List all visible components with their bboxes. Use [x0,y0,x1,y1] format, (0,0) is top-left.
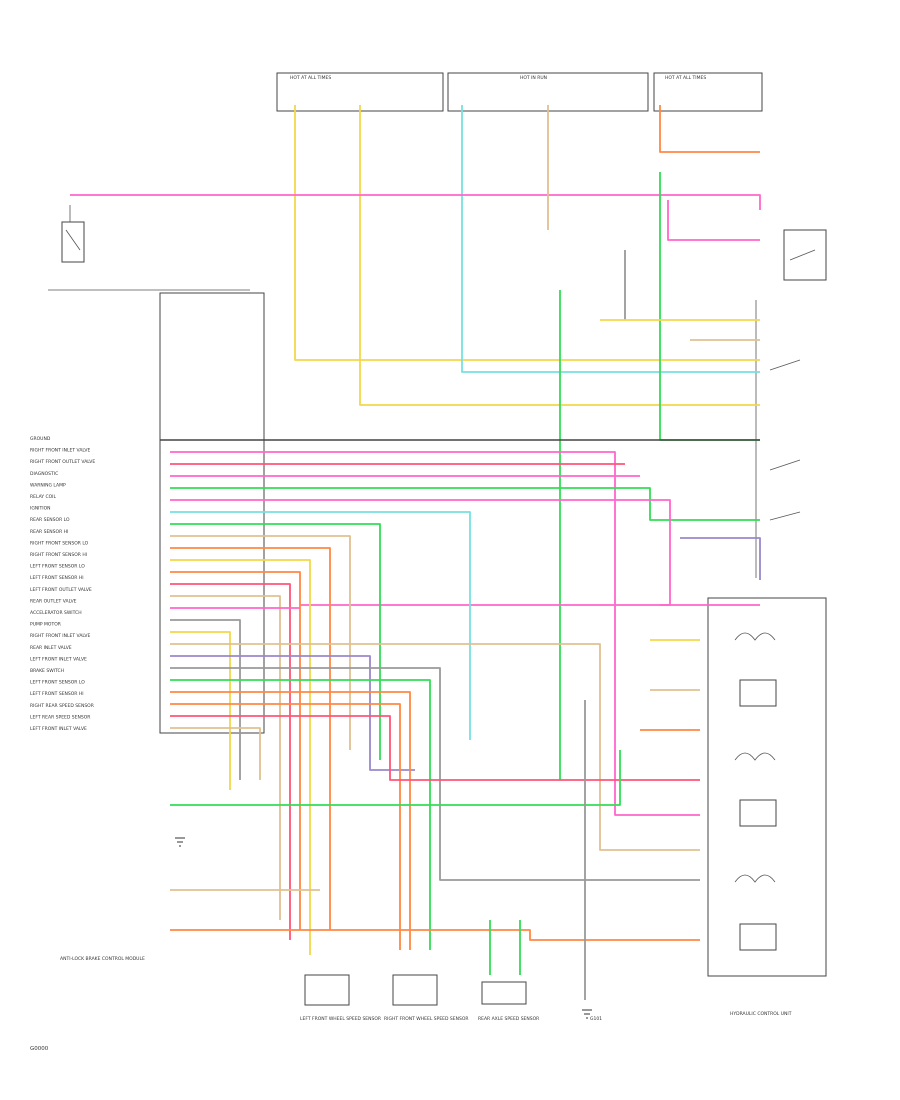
pump-motor-relay [61,205,85,263]
wire-purple-30 [170,655,415,771]
relay-top-right [783,229,827,281]
connector-pin-label: RIGHT FRONT INLET VALVE [30,448,90,454]
left-module-title: ANTI-LOCK BRAKE CONTROL MODULE [60,956,145,962]
connector-pin-label: RIGHT FRONT SENSOR HI [30,552,87,558]
connector-pin-label: RIGHT FRONT INLET VALVE [30,633,90,639]
wheel-speed-sensors: LEFT FRONT WHEEL SPEED SENSOR RIGHT FRON… [300,974,602,1022]
valve-solenoid-1 [739,679,777,707]
wire-pink-17 [170,499,671,606]
connector-pin-label: LEFT FRONT INLET VALVE [30,726,87,732]
wire-gray-31 [170,667,700,881]
wire-red-24 [170,583,291,940]
wire-red-35 [170,715,700,781]
fuse-box-1-label: HOT AT ALL TIMES [290,75,331,81]
connector-pin-label: RIGHT FRONT SENSOR LO [30,540,89,546]
connector-pin-label: IGNITION [30,506,51,512]
wires [70,105,761,1000]
connector-pin-label: REAR OUTLET VALVE [30,598,77,604]
wire-tan-25 [170,595,281,920]
connector-pin-label: RIGHT REAR SPEED SENSOR [30,703,94,709]
connector-pin-label: ACCELERATOR SWITCH [30,610,82,616]
connector-pin-label: LEFT FRONT SENSOR HI [30,575,84,581]
wire-yellow-28 [170,631,231,790]
switch-1 [769,359,801,371]
rear-sensor-label: REAR AXLE SPEED SENSOR [478,1016,539,1022]
wire-orange-38 [170,929,700,941]
wire-green-19 [170,523,381,760]
valve-solenoid-3 [739,923,777,951]
connector-pin-label: REAR SENSOR LO [30,517,70,523]
valve-coil-3 [734,874,776,883]
connector-pin-label: RELAY COIL [30,494,56,500]
wire-cyan-18 [170,511,471,740]
rf-sensor-body [392,974,438,1006]
wire-tan-36 [170,727,261,780]
connector-pin-label: WARNING LAMP [30,482,66,488]
ground-symbol-1 [582,1009,592,1019]
wire-green-6 [659,172,760,441]
abs-module-connector [159,292,265,734]
fuse-box-3-label: HOT AT ALL TIMES [665,75,706,81]
wire-orange-7 [659,105,760,153]
wire-cyan-2 [461,105,760,373]
rear-sensor-body [481,981,527,1005]
connector-pin-label: GROUND [30,436,51,442]
valve-coil-2 [734,752,776,761]
wire-purple-46 [680,537,761,580]
wire-orange-23 [170,571,301,930]
wire-pink-13 [170,451,700,816]
wire-orange-21 [170,547,331,930]
rf-sensor-label: RIGHT FRONT WHEEL SPEED SENSOR [384,1016,469,1022]
wire-gray-27 [170,619,241,780]
connector-pin-label: LEFT FRONT INLET VALVE [30,656,87,662]
ground-label: G101 [590,1016,602,1022]
wire-orange-34 [170,703,401,950]
connector-pin-label: REAR INLET VALVE [30,645,72,651]
wire-pink-3 [70,194,761,210]
switch-2 [769,459,801,471]
wire-green-16 [170,487,760,521]
fuse-panel: HOT AT ALL TIMES HOT IN RUN HOT AT ALL T… [276,72,763,112]
lf-sensor-label: LEFT FRONT WHEEL SPEED SENSOR [300,1016,381,1022]
lf-sensor-body [304,974,350,1006]
wire-green-32 [170,679,431,950]
connector-pin-label: BRAKE SWITCH [30,668,64,674]
fuse-box-3 [653,72,763,112]
grounds [175,837,592,1019]
footer-code: G0000 [30,1046,49,1052]
relay-contact [65,229,81,251]
connector-pin-label: LEFT FRONT SENSOR LO [30,680,85,686]
wire-tan-20 [170,535,351,750]
wire-green-37 [170,750,621,806]
relay-top-right-contact [789,249,816,261]
wire-yellow-22 [170,559,311,955]
ground-symbol-2 [175,837,185,847]
switch-3 [769,511,801,521]
connector-pin-label: PUMP MOTOR [30,622,61,628]
wire-yellow-1 [359,105,760,406]
connector-pin-label: DIAGNOSTIC [30,471,58,477]
wire-pink-8 [667,200,760,241]
wire-tan-29 [170,643,700,851]
hcu-outline [707,597,827,977]
valve-solenoid-2 [739,799,777,827]
valve-coil-1 [734,632,776,641]
brake-switch-stack [755,229,827,578]
connector-pin-label: LEFT FRONT SENSOR LO [30,564,85,570]
connector-pin-label: LEFT FRONT OUTLET VALVE [30,587,92,593]
connector-pin-label: LEFT FRONT SENSOR HI [30,691,84,697]
relay-box [61,221,85,263]
connector-pin-label: RIGHT FRONT OUTLET VALVE [30,459,95,465]
wire-yellow-0 [294,105,760,361]
fuse-box-2-label: HOT IN RUN [520,75,547,81]
hcu-title: HYDRAULIC CONTROL UNIT [730,1011,792,1017]
wire-orange-33 [170,691,411,950]
connector-pin-label: REAR SENSOR HI [30,529,68,535]
connector-pin-labels: GROUND RIGHT FRONT INLET VALVE RIGHT FRONT… [30,436,95,732]
connector-pin-label: LEFT REAR SPEED SENSOR [30,714,90,720]
hydraulic-control-unit: HYDRAULIC CONTROL UNIT [707,597,827,1017]
